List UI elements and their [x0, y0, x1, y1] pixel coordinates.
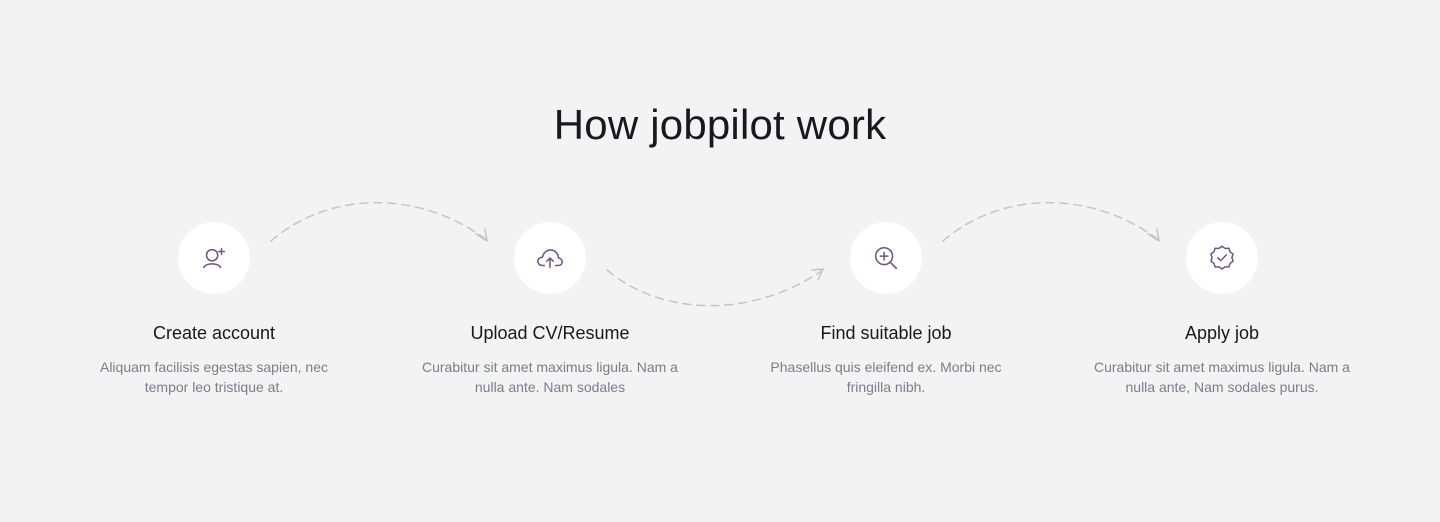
step-icon-circle	[850, 222, 922, 294]
step-icon-circle	[1186, 222, 1258, 294]
step-description: Phasellus quis eleifend ex. Morbi nec fr…	[770, 359, 1002, 395]
step-title: Create account	[152, 323, 276, 343]
step-title: Apply job	[1184, 323, 1260, 343]
section-title: How jobpilot work	[553, 101, 887, 148]
step-create-account: Create account Aliquam facilisis egestas…	[64, 222, 364, 397]
step-apply-job: Apply job Curabitur sit amet maximus lig…	[1072, 222, 1372, 397]
magnifying-glass-plus-icon	[874, 246, 898, 270]
user-plus-icon	[202, 247, 226, 269]
step-icon-circle	[178, 222, 250, 294]
step-description: Curabitur sit amet maximus ligula. Nam a…	[1094, 359, 1350, 395]
step-description: Curabitur sit amet maximus ligula. Nam a…	[422, 359, 678, 395]
cloud-upload-icon	[537, 249, 563, 269]
step-upload-cv: Upload CV/Resume Curabitur sit amet maxi…	[400, 222, 700, 397]
seal-check-icon	[1210, 245, 1234, 270]
step-icon-circle	[514, 222, 586, 294]
step-title: Find suitable job	[820, 323, 952, 343]
step-description: Aliquam facilisis egestas sapien, nec te…	[99, 359, 328, 395]
step-find-job: Find suitable job Phasellus quis eleifen…	[736, 222, 1036, 397]
step-title: Upload CV/Resume	[470, 323, 630, 343]
